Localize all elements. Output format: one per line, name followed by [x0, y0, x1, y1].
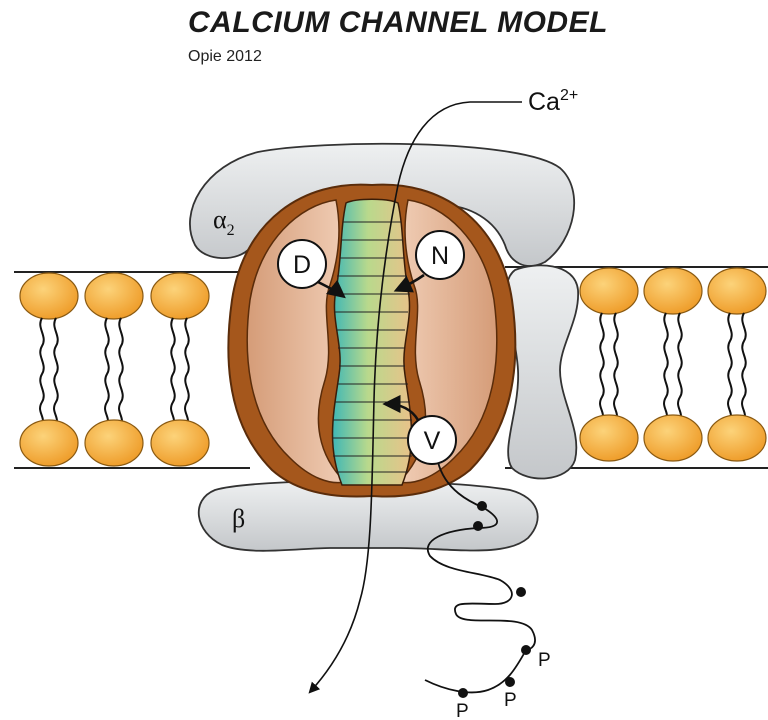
- lipid-bilayer-left: [20, 273, 209, 466]
- calcium-ion-label: Ca2+: [528, 87, 578, 116]
- lipid-bilayer-right: [580, 268, 766, 461]
- linker-bead: [516, 587, 526, 597]
- phospho-label-3: P: [456, 701, 469, 720]
- lipid-molecule: [708, 268, 766, 461]
- beta-label: β: [232, 504, 245, 533]
- site-d-label: D: [293, 251, 311, 279]
- channel-pore: [333, 199, 412, 485]
- delta-subunit: [506, 265, 578, 478]
- lipid-molecule: [20, 273, 78, 466]
- alpha2-subscript: 2: [227, 222, 235, 239]
- lipid-molecule: [85, 273, 143, 466]
- alpha2-symbol: α: [213, 205, 227, 234]
- lipid-molecule: [644, 268, 702, 461]
- alpha1-channel: [228, 185, 515, 497]
- phospho-label-1: P: [538, 650, 551, 671]
- phospho-label-2: P: [504, 690, 517, 711]
- site-n-label: N: [431, 242, 449, 270]
- phospho-site: [458, 688, 468, 698]
- calcium-ion-charge: 2+: [560, 87, 578, 104]
- calcium-ion-base: Ca: [528, 88, 560, 116]
- lipid-molecule: [580, 268, 638, 461]
- linker-bead: [477, 501, 487, 511]
- site-v-label: V: [424, 427, 441, 455]
- lipid-molecule: [151, 273, 209, 466]
- phospho-site: [521, 645, 531, 655]
- linker-bead: [473, 521, 483, 531]
- phospho-site: [505, 677, 515, 687]
